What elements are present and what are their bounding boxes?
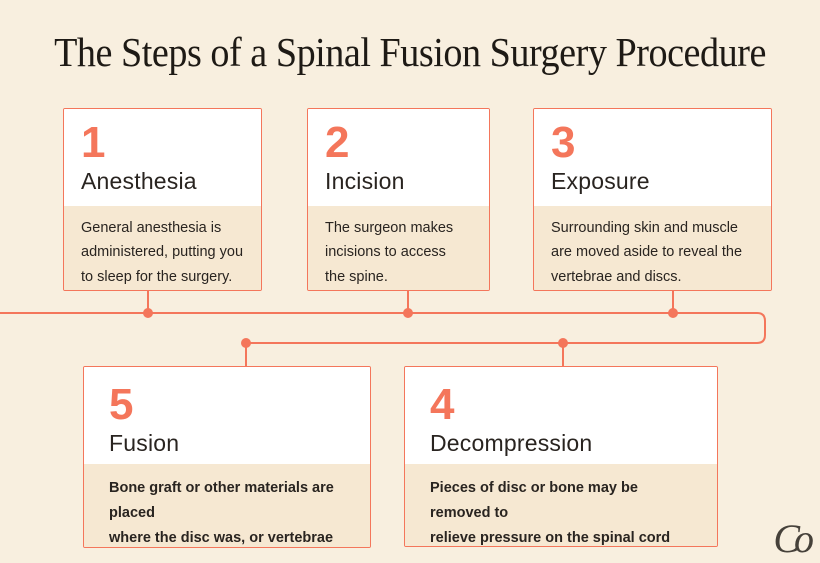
step-description: Surrounding skin and muscle are moved as… — [534, 205, 771, 290]
page-title: The Steps of a Spinal Fusion Surgery Pro… — [54, 29, 766, 75]
connector-dot — [558, 338, 568, 348]
connector-dot — [241, 338, 251, 348]
step-number: 4 — [430, 380, 455, 429]
step-description: Pieces of disc or bone may be removed to… — [405, 463, 717, 546]
step-card-header: 2 Incision — [308, 109, 489, 206]
step-title: Anesthesia — [81, 168, 197, 194]
step-card-header: 4 Decompression — [405, 367, 717, 464]
step-description: General anesthesia is administered, putt… — [64, 205, 261, 290]
connector-dot — [668, 308, 678, 318]
step-description: Bone graft or other materials are placed… — [84, 463, 370, 547]
connector-dot — [143, 308, 153, 318]
step-title: Exposure — [551, 168, 650, 194]
step-card-anesthesia: 1 Anesthesia General anesthesia is admin… — [63, 108, 262, 291]
step-card-header: 3 Exposure — [534, 109, 771, 206]
step-card-incision: 2 Incision The surgeon makes incisions t… — [307, 108, 490, 291]
step-number: 1 — [81, 118, 106, 167]
step-title: Incision — [325, 168, 405, 194]
step-description: The surgeon makes incisions to access th… — [308, 205, 489, 290]
step-card-header: 5 Fusion — [84, 367, 370, 464]
connector-dot — [403, 308, 413, 318]
step-card-exposure: 3 Exposure Surrounding skin and muscle a… — [533, 108, 772, 291]
step-title: Decompression — [430, 430, 593, 456]
step-number: 2 — [325, 118, 350, 167]
step-title: Fusion — [109, 430, 180, 456]
connector-line-main — [0, 312, 766, 344]
step-number: 5 — [109, 380, 134, 429]
step-card-fusion: 5 Fusion Bone graft or other materials a… — [83, 366, 371, 548]
step-card-decompression: 4 Decompression Pieces of disc or bone m… — [404, 366, 718, 547]
brand-logo: Co — [773, 516, 814, 561]
step-number: 3 — [551, 118, 576, 167]
step-card-header: 1 Anesthesia — [64, 109, 261, 206]
